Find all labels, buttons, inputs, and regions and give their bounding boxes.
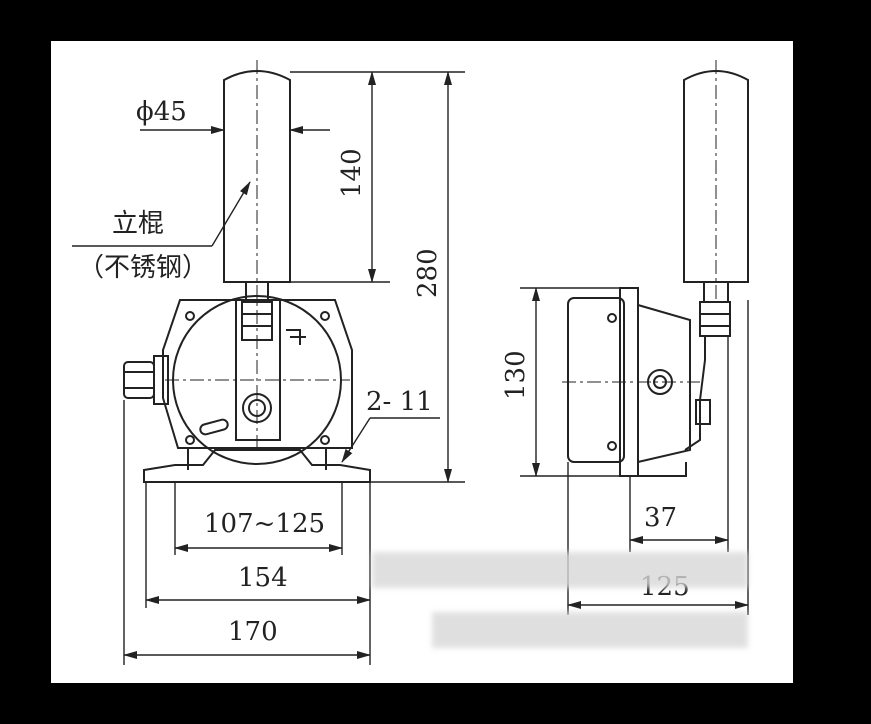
side-view (562, 60, 749, 477)
label-mount-range: 107~125 (204, 509, 325, 539)
side-body (567, 297, 625, 463)
label-rod-material: （不锈钢） (78, 253, 208, 283)
label-side-offset: 37 (644, 503, 677, 533)
label-total-height: 280 (413, 248, 443, 298)
blurred-watermark-1 (372, 552, 748, 588)
cable-gland (123, 361, 155, 399)
rod-side (683, 70, 749, 283)
label-diameter: ϕ45 (136, 97, 187, 127)
housing-outline (162, 299, 353, 449)
label-base-outer: 170 (228, 617, 278, 647)
nut-side (699, 301, 731, 337)
side-housing (637, 303, 691, 464)
pivot (242, 393, 272, 423)
blurred-watermark-2 (432, 612, 748, 648)
label-base-inner: 154 (238, 563, 288, 593)
nut-front (241, 301, 273, 341)
label-holes: 2- 11 (366, 387, 433, 417)
label-rod-name: 立棍 (112, 209, 164, 239)
base-plate (143, 449, 371, 483)
label-rod-height: 140 (337, 148, 367, 198)
rod-front (223, 70, 291, 283)
dimension-lines (72, 71, 749, 665)
front-view (123, 60, 371, 483)
lever-arm (235, 299, 281, 441)
label-side-height: 130 (501, 350, 531, 400)
